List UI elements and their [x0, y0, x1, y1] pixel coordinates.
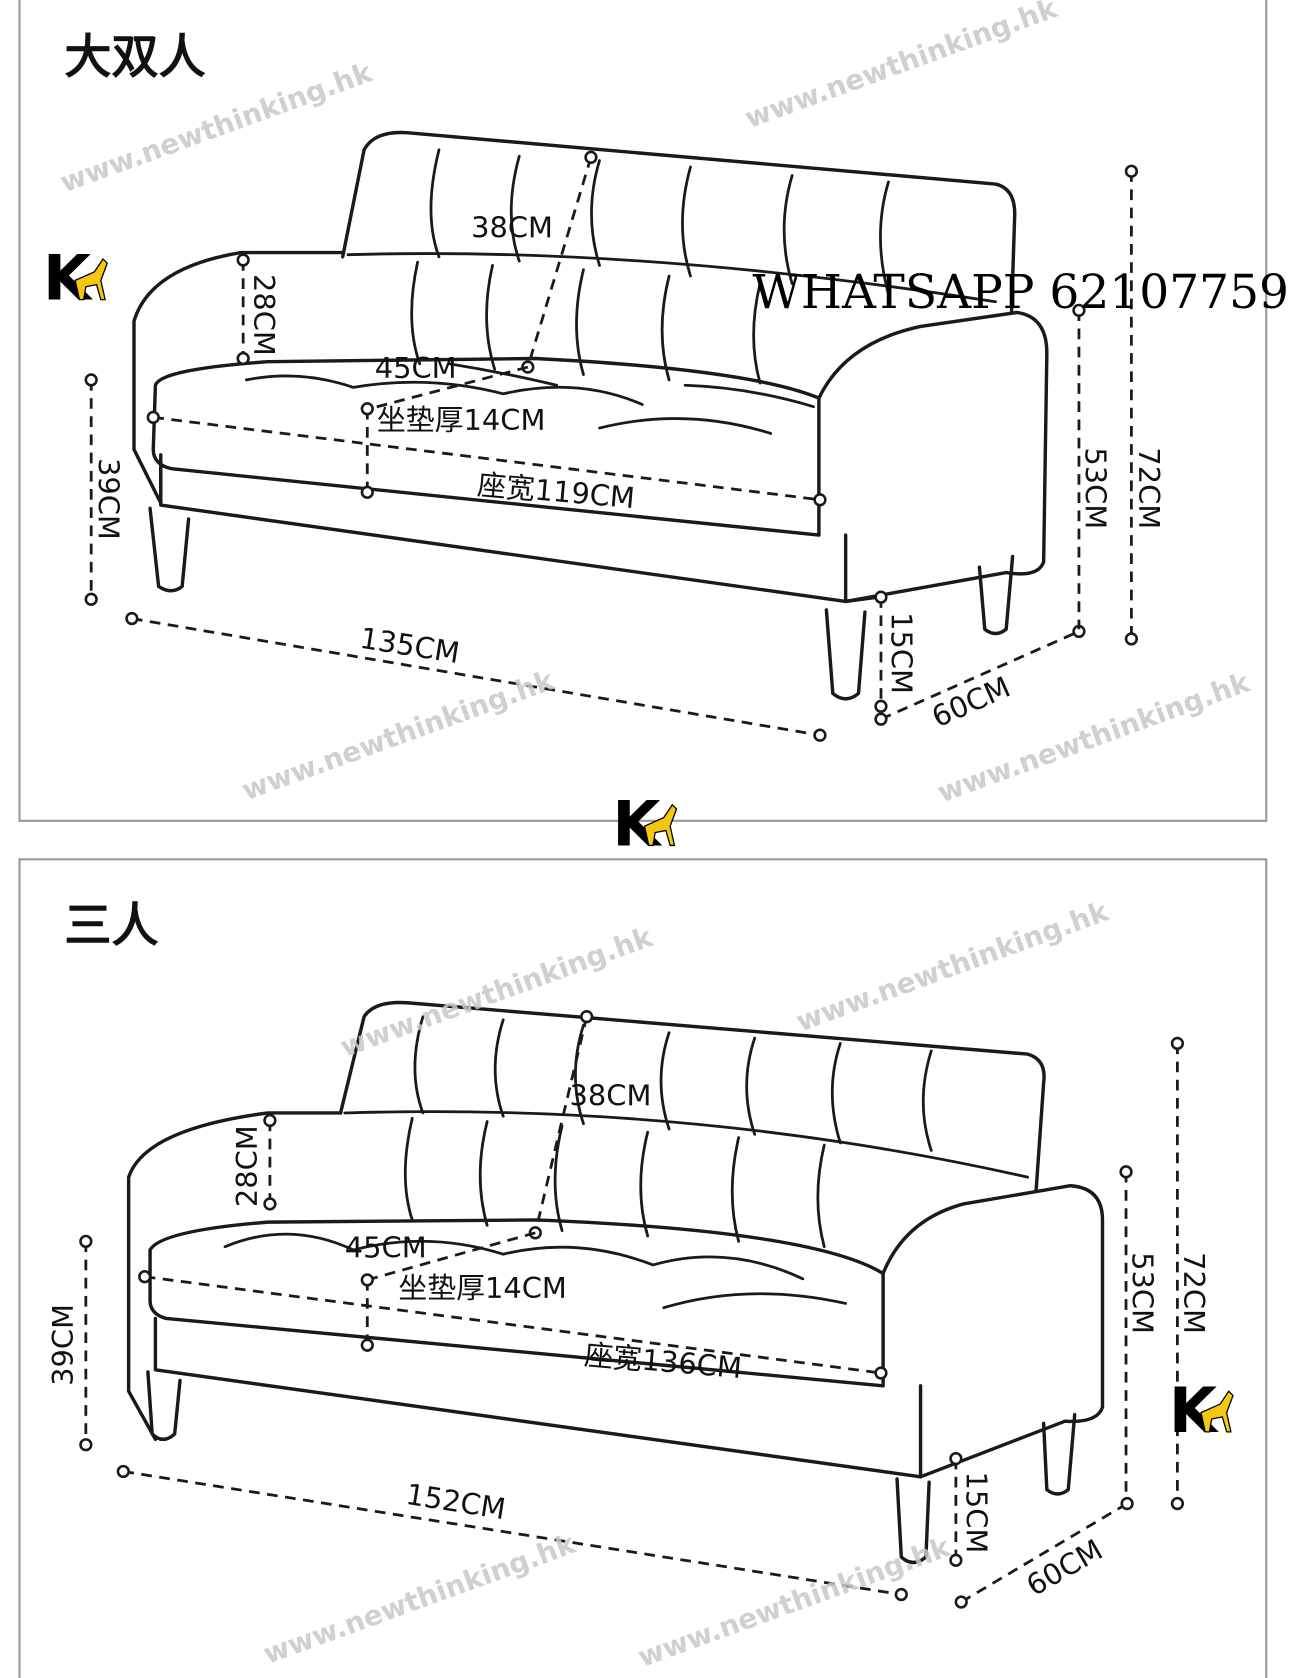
panel-title: 三人: [64, 899, 158, 954]
seat-depth-label: 45CM: [345, 1230, 427, 1264]
arm-total-height-label: 53CM: [1125, 1252, 1159, 1334]
sofa-drawing: [132, 130, 1049, 701]
cushion-label: 坐垫厚14CM: [377, 403, 545, 437]
leg-height-label: 15CM: [885, 612, 919, 694]
arm-total-height-label: 53CM: [1078, 447, 1112, 529]
back-height-label: 38CM: [471, 211, 553, 245]
dimension-labels: 38CM 28CM 45CM 坐垫厚14CM 座宽136CM 39CM 152C…: [46, 1078, 1211, 1602]
whatsapp-contact: WHATSAPP 62107759: [753, 265, 1289, 320]
arm-height-label: 28CM: [230, 1125, 264, 1207]
arm-height-label: 28CM: [247, 274, 281, 356]
panel-title: 大双人: [64, 30, 205, 85]
seat-depth-label: 45CM: [375, 351, 457, 385]
total-height-label: 72CM: [1132, 447, 1166, 529]
sofa-drawing: [126, 1000, 1105, 1565]
dimension-lines: [84, 150, 1139, 742]
cushion-label: 坐垫厚14CM: [398, 1271, 566, 1305]
seat-height-label: 39CM: [46, 1304, 80, 1386]
seat-height-label: 39CM: [92, 458, 126, 540]
panel-two-seater: 大双人: [18, 0, 1289, 822]
leg-height-label: 15CM: [960, 1471, 994, 1553]
panel-three-seater: 三人 38CM: [18, 858, 1268, 1678]
total-height-label: 72CM: [1177, 1252, 1211, 1334]
back-height-label: 38CM: [570, 1078, 652, 1112]
